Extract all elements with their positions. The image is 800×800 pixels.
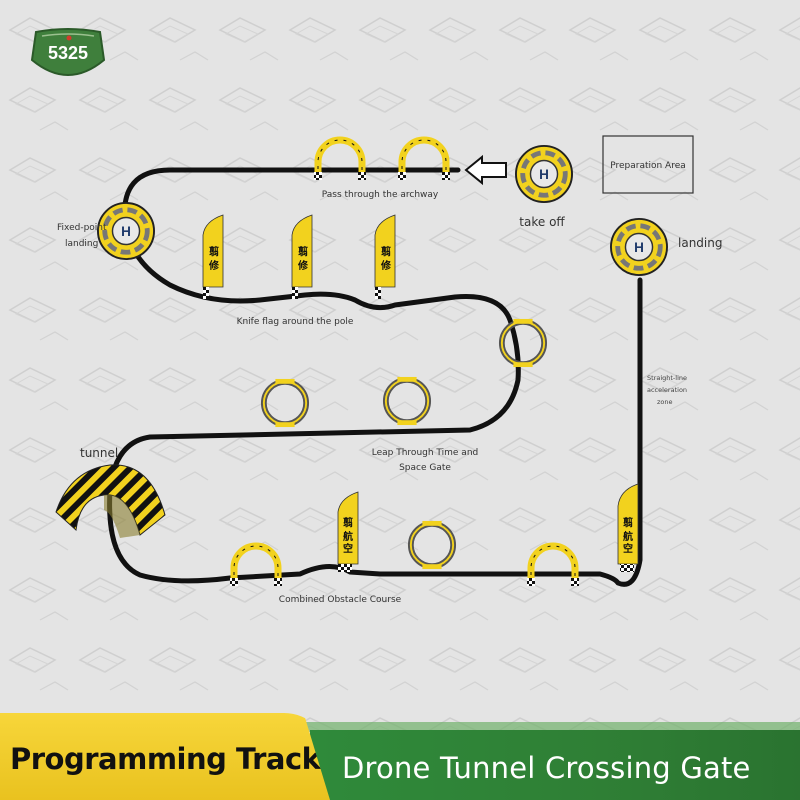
svg-text:翦: 翦 — [623, 516, 633, 529]
svg-text:修: 修 — [297, 259, 309, 272]
svg-text:空: 空 — [343, 542, 353, 555]
banner-right-text: Drone Tunnel Crossing Gate — [342, 751, 751, 785]
knife-flag-2: 翦 修 — [291, 214, 313, 299]
banner-accent-strip — [300, 722, 800, 732]
svg-text:修: 修 — [380, 259, 392, 272]
landing-label: landing — [678, 236, 722, 250]
leap-gate-label-line2: Space Gate — [399, 463, 451, 473]
fixed-point-label-line2: landing — [65, 239, 98, 249]
direction-arrow-icon — [464, 154, 507, 186]
straight-line-label-line1: Straight-line — [647, 374, 687, 382]
svg-text:翦: 翦 — [209, 245, 219, 258]
banner-right: Drone Tunnel Crossing Gate — [310, 730, 800, 800]
straight-line-label-line3: zone — [657, 398, 673, 406]
svg-text:修: 修 — [208, 259, 220, 272]
fixed-point-label-line1: Fixed-point — [57, 223, 107, 233]
banner-left-text: Programming Track — [10, 741, 321, 776]
knife-flag-5: 翦 航 空 — [617, 483, 639, 572]
preparation-area-box — [602, 135, 694, 194]
knife-flag-label: Knife flag around the pole — [237, 317, 354, 327]
archway-label: Pass through the archway — [322, 190, 439, 200]
svg-text:航: 航 — [623, 530, 633, 543]
knife-flag-3: 翦 修 — [374, 214, 396, 299]
svg-text:航: 航 — [343, 530, 353, 543]
landing-pad-icon — [611, 219, 667, 275]
combined-course-label: Combined Obstacle Course — [279, 595, 402, 605]
leap-gate-label-line1: Leap Through Time and — [372, 448, 479, 458]
takeoff-label: take off — [519, 215, 565, 229]
track-path — [107, 167, 643, 587]
takeoff-pad-icon — [516, 146, 572, 202]
knife-flag-4: 翦 航 空 — [337, 491, 359, 572]
banner-left: Programming Track — [0, 713, 330, 800]
knife-flag-1: 翦 修 — [202, 214, 224, 299]
tunnel-icon — [55, 464, 166, 538]
tunnel-label: tunnel — [80, 446, 118, 460]
brand-logo: 5325 — [30, 28, 106, 76]
svg-text:空: 空 — [623, 542, 633, 555]
preparation-area-label: Preparation Area — [610, 161, 686, 171]
straight-line-label-line2: acceleration — [647, 386, 687, 394]
svg-text:翦: 翦 — [381, 245, 391, 258]
svg-text:翦: 翦 — [343, 516, 353, 529]
svg-text:5325: 5325 — [48, 43, 88, 63]
svg-text:翦: 翦 — [298, 245, 308, 258]
